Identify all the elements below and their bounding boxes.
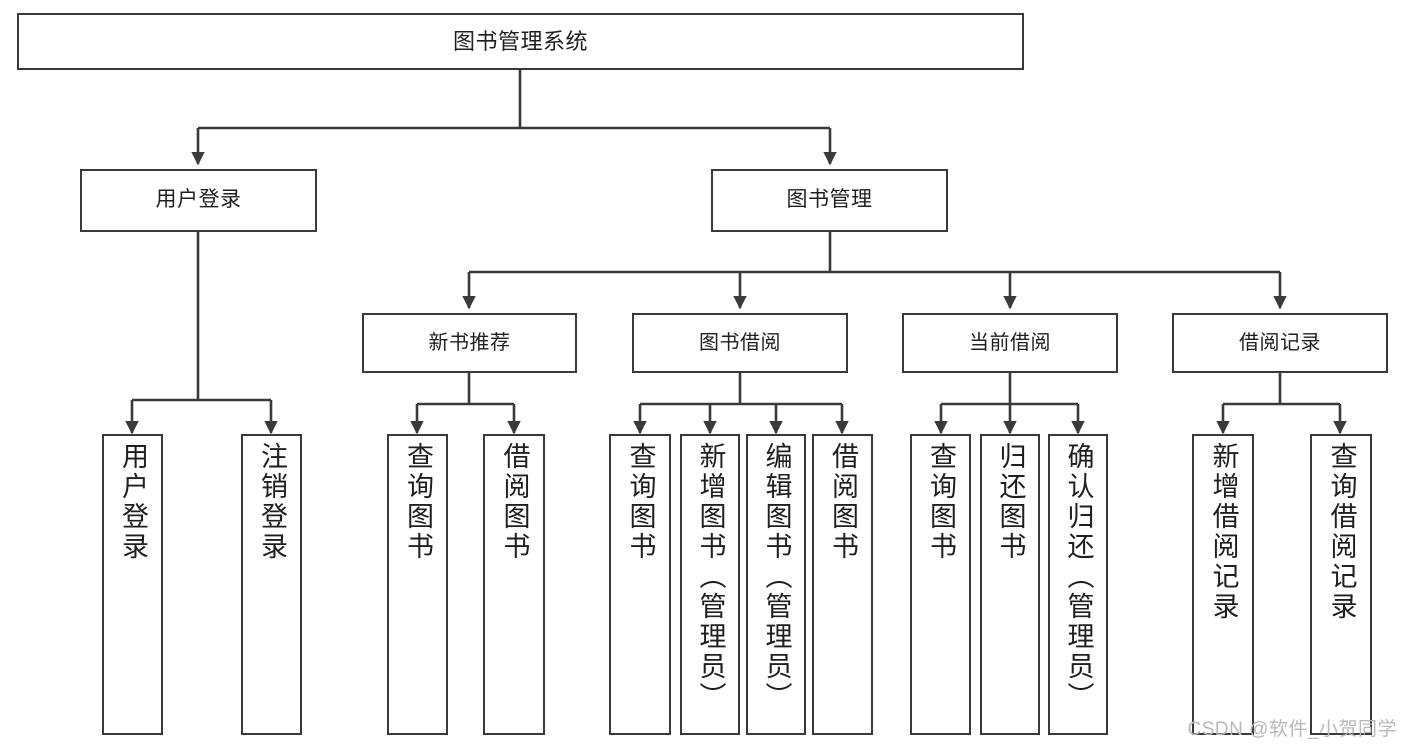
- leaf-edit-book[interactable]: 编辑图书（管理员）: [746, 434, 806, 735]
- leaf-logout-login[interactable]: 注销登录: [241, 434, 302, 735]
- node-label: 查询图书: [926, 442, 956, 562]
- node-label: 借阅记录: [1239, 331, 1321, 354]
- node-current-borrow[interactable]: 当前借阅: [902, 313, 1118, 373]
- node-label: 注销登录: [257, 442, 287, 562]
- csdn-watermark: CSDN @软件_小贺同学: [1187, 719, 1397, 740]
- node-borrow-record[interactable]: 借阅记录: [1172, 313, 1388, 373]
- leaf-borrow-book[interactable]: 借阅图书: [812, 434, 873, 735]
- node-label: 用户登录: [118, 442, 148, 562]
- node-label: 借阅图书: [828, 442, 858, 562]
- node-label: 确认归还（管理员）: [1063, 442, 1094, 712]
- node-new-book-recommend[interactable]: 新书推荐: [362, 313, 577, 373]
- node-label: 用户登录: [155, 188, 242, 212]
- node-label: 图书管理: [786, 188, 873, 212]
- node-label: 借阅图书: [499, 442, 530, 562]
- node-label: 查询图书: [403, 442, 433, 562]
- node-label: 新增借阅记录: [1208, 442, 1239, 622]
- leaf-confirm-return[interactable]: 确认归还（管理员）: [1048, 434, 1108, 735]
- leaf-borrow-book-recommend[interactable]: 借阅图书: [483, 434, 545, 735]
- node-label: 归还图书: [995, 442, 1026, 562]
- leaf-query-book-recommend[interactable]: 查询图书: [387, 434, 448, 735]
- leaf-query-borrow-record[interactable]: 查询借阅记录: [1310, 434, 1372, 735]
- leaf-add-borrow-record[interactable]: 新增借阅记录: [1192, 434, 1254, 735]
- node-root-system[interactable]: 图书管理系统: [17, 13, 1024, 70]
- leaf-return-book[interactable]: 归还图书: [980, 434, 1040, 735]
- leaf-query-book-borrow[interactable]: 查询图书: [609, 434, 671, 735]
- leaf-add-book[interactable]: 新增图书（管理员）: [680, 434, 740, 735]
- node-book-manage[interactable]: 图书管理: [711, 169, 948, 232]
- leaf-query-book-current[interactable]: 查询图书: [910, 434, 971, 735]
- node-label: 查询借阅记录: [1326, 442, 1357, 622]
- node-label: 图书管理系统: [452, 28, 588, 54]
- node-label: 新增图书（管理员）: [695, 442, 726, 712]
- node-book-borrow[interactable]: 图书借阅: [632, 313, 848, 373]
- node-label: 新书推荐: [428, 331, 511, 354]
- node-label: 查询图书: [625, 442, 656, 562]
- node-user-login[interactable]: 用户登录: [80, 169, 317, 232]
- node-label: 当前借阅: [969, 331, 1051, 354]
- node-label: 图书借阅: [699, 331, 781, 354]
- node-label: 编辑图书（管理员）: [761, 442, 792, 712]
- leaf-user-login[interactable]: 用户登录: [102, 434, 163, 735]
